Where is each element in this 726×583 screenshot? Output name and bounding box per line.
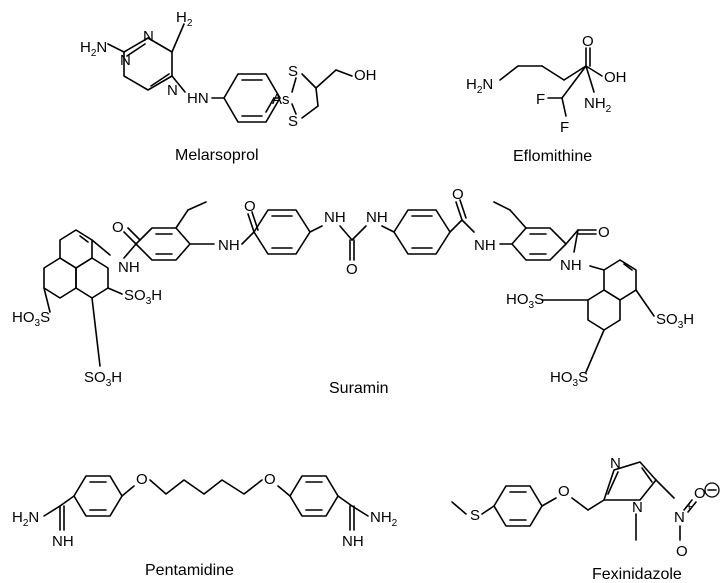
eflornithine-label: Eflomithine [513,148,592,165]
triazine-n3: N [167,82,178,99]
urea-nh-right: NH [366,209,388,226]
thioether-s: S [470,507,480,524]
sulfur-top: S [288,63,298,80]
urea-nh-left: NH [324,209,346,226]
amidine-nh2-right: NH2 [370,509,398,529]
fexinidazole-label: Fexinidazole [592,566,682,583]
melarsoprol-label: Melarsoprol [175,147,259,164]
amide-o-left-2: O [244,198,256,215]
fexinidazole-structure: S O N N N + O O Fexinidazole [451,455,720,583]
pentamidine-structure: H2N NH O O NH2 NH Pentamidine [12,471,398,579]
so3h-left-1: SO3H [124,287,162,307]
melarsoprol-nh: HN [187,90,209,107]
amino-label-left: H2N [80,39,107,59]
so3h-left-3: SO3H [84,369,122,389]
so3h-right-1: HO3S [506,291,544,311]
amino-label-top: H2 [176,9,193,29]
nitro-n: N [674,509,685,526]
amidine-nh2-left: H2N [12,509,39,529]
amide-o-right-1: O [598,224,610,241]
so3h-right-2: SO3H [656,311,694,331]
arsenic-atom: As [272,91,290,108]
triazine-n1: N [143,28,154,45]
triazine-n2: N [120,52,131,69]
eflornithine-structure: H2N O OH NH2 F F Eflomithine [466,33,627,165]
fluorine-2: F [560,119,569,136]
pentamidine-label: Pentamidine [145,562,234,579]
amide-o-right-2: O [452,186,464,203]
ether-o-left: O [136,471,148,488]
suramin-structure: NH O NH O NH O NH [12,186,694,397]
so3h-right-3: HO3S [550,369,588,389]
eflornithine-amino-left: H2N [466,76,493,96]
amide-o-left-1: O [112,219,124,236]
suramin-nh-right-inner: NH [474,237,496,254]
amidine-nh-right: NH [342,533,364,550]
suramin-nh-left-outer: NH [118,259,140,276]
sulfur-bottom: S [288,113,298,130]
nitro-o-upper: O [694,485,706,502]
suramin-nh-left-inner: NH [218,237,240,254]
suramin-label: Suramin [329,380,389,397]
ether-o-right: O [264,471,276,488]
melarsoprol-oh: OH [354,67,377,84]
so3h-left-2: HO3S [12,309,50,329]
carboxyl-oh: OH [604,69,627,86]
fexinidazole-ether-o: O [558,483,570,500]
carbonyl-oxygen: O [582,33,594,50]
suramin-nh-right-outer: NH [560,257,582,274]
nitro-plus-charge: + [686,501,692,513]
nitro-minus-charge [704,482,720,498]
imidazole-n3: N [610,455,621,472]
urea-oxygen: O [346,261,358,278]
melarsoprol-structure: H2 H2N N N N HN As S S OH Melarsoprol [80,9,377,164]
imidazole-n1: N [632,499,643,516]
fluorine-1: F [536,91,545,108]
eflornithine-amino-alpha: NH2 [584,95,612,115]
nitro-o-lower: O [676,543,688,560]
amidine-nh-left: NH [52,533,74,550]
